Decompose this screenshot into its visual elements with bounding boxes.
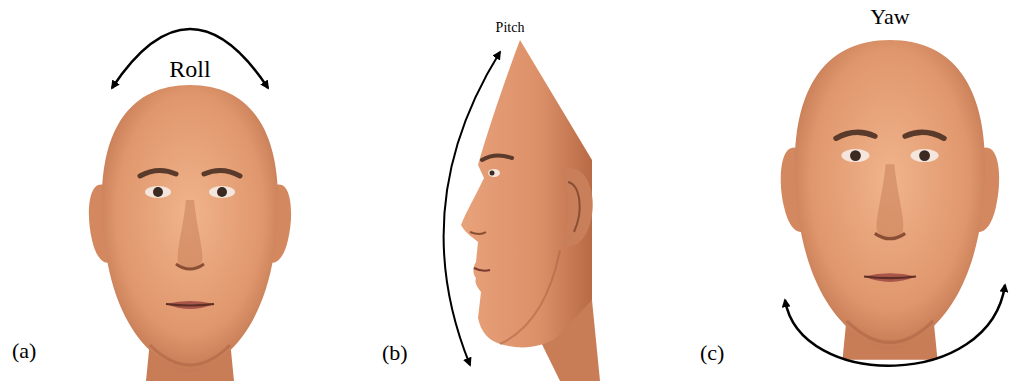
front-face (89, 85, 291, 381)
roll-arrow (112, 29, 268, 88)
panel-letter: (b) (382, 340, 408, 365)
rotation-label: Pitch (470, 20, 550, 36)
profile-face (461, 40, 600, 381)
pitch-arrow (444, 52, 500, 365)
panel-letter: (a) (12, 338, 36, 363)
rotation-label: Roll (140, 56, 240, 84)
panel-letter: (c) (700, 340, 724, 365)
rotation-label: Yaw (840, 4, 940, 29)
front-face (781, 40, 999, 360)
yaw-arrow (785, 285, 1005, 366)
